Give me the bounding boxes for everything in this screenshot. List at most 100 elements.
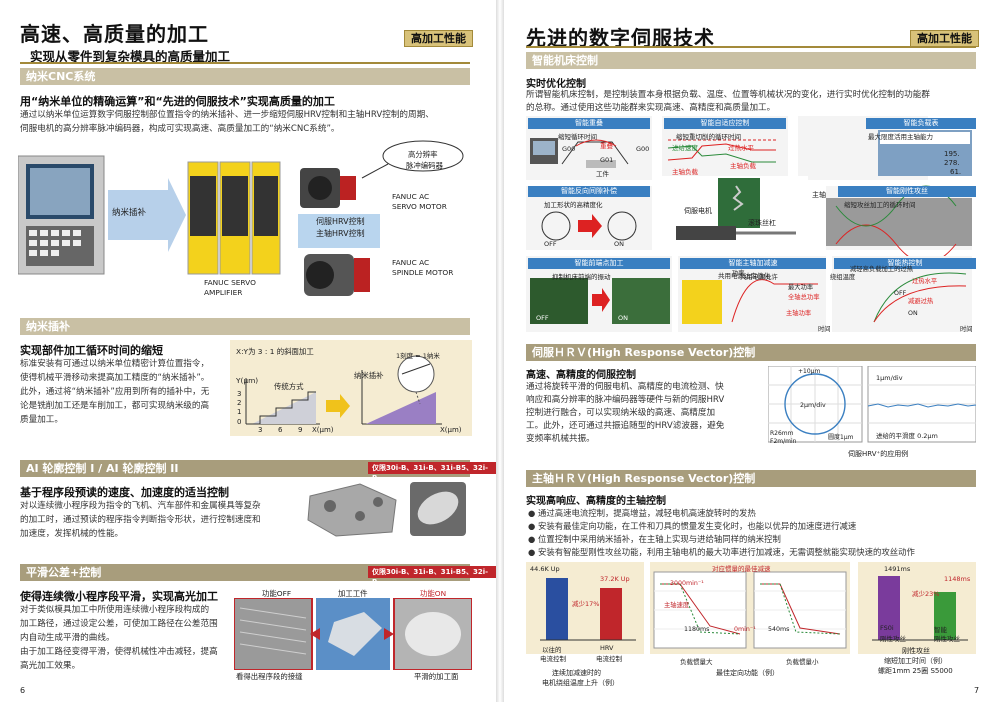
smart-body-1: 所谓智能机床控制，是控制装置本身根据负载、温度、位置等机械状况的变化，进行实时优… — [526, 90, 930, 100]
right-page: 先进的数字伺服技术 高加工性能 智能机床控制 实时优化控制 所谓智能机床控制，是… — [504, 0, 1000, 702]
func-off-label: 功能OFF — [262, 589, 292, 598]
fig-x-label-2: X(μm) — [440, 426, 462, 434]
vib-on: ON — [618, 314, 628, 322]
fig-x-label: X(μm) — [312, 426, 334, 434]
overlap-work: 工件 — [596, 170, 609, 178]
servo-hrv-body-2: 响应和高分辨率的脉冲编码器等硬件与新的伺服HRV — [526, 395, 725, 405]
spaccel-b: 最大功率 — [788, 284, 814, 291]
c1-dec: 减少17% — [572, 600, 600, 608]
c1-v1: 44.6K Up — [530, 565, 560, 573]
c2-t4: 540ms — [768, 626, 790, 633]
adaptive-spload: 主轴负载 — [730, 162, 756, 170]
caption-off: 看得出程序段的接缝 — [236, 672, 303, 681]
spaccel-a: 共用电源允许 — [740, 274, 778, 281]
c1-lab2b: 电流控制 — [596, 655, 622, 663]
thermal-temp: 绕组温度 — [830, 274, 856, 281]
title-rule — [20, 62, 470, 64]
panel-rigid-tap: 智能刚性攻丝 — [838, 186, 976, 197]
fig-ytick-3: 3 — [237, 390, 242, 398]
nano-interp-body-3: 此外，通过将“纳米插补”应用到所有的插补中，无 — [20, 387, 210, 397]
spaccel-t: 时间 — [818, 326, 831, 333]
c2-t3: 0min⁻¹ — [734, 626, 756, 633]
adaptive-load: 主轴负载 — [672, 168, 698, 176]
ai-contour-heading: 基于程序段预读的速度、加速度的适当控制 — [20, 486, 229, 499]
spindle-bullet-2: ● 安装有最佳定向功能，在工件和刀具的惯量发生变化时，也能以优异的加速度进行减速 — [528, 521, 857, 531]
bar-hrv-current — [600, 588, 622, 640]
panel-smart-overlap: 智能重叠 — [528, 118, 650, 129]
left-page: 高速、高质量的加工 实现从零件到复杂模具的高质量加工 高加工性能 纳米CNC系统… — [0, 0, 496, 702]
page-number-left: 6 — [20, 686, 26, 695]
section-smooth-tolerance: 平滑公差+控制 — [20, 564, 470, 581]
c1-cap2: 电机绕组温度上升（例） — [542, 679, 619, 687]
thermal-t: 时间 — [960, 326, 973, 333]
bar-smart-rigid — [934, 592, 956, 640]
backlash-off: OFF — [544, 240, 557, 248]
trace-div: 1μm/div — [876, 374, 903, 382]
nano-cnc-heading: 用“纳米单位的精确运算”和“先进的伺服技术”实现高质量的加工 — [20, 95, 335, 108]
encoder-bubble — [382, 140, 464, 172]
servo-hrv-body-1: 通过将旋转平滑的伺服电机、高精度的电流检测、快 — [526, 382, 724, 392]
vib-sub: 抑制机床前端的振动 — [552, 273, 611, 281]
smooth-body-5: 高光加工效果。 — [20, 661, 81, 671]
overlap-g00b: G00 — [636, 145, 650, 153]
servo-hrv-heading: 高速、高精度的伺服控制 — [526, 370, 636, 381]
smooth-body-2: 加工路径，通过设定公差，可使加工路径在公差范围 — [20, 619, 218, 629]
c1-v2: 37.2K Up — [600, 575, 630, 583]
chart-rigid-tap — [858, 562, 976, 654]
fig-ytick-1: 1 — [237, 408, 242, 416]
fig-slope-title: X:Y为 3 : 1 的斜面加工 — [236, 347, 314, 356]
work-label: 加工工件 — [338, 589, 368, 598]
machine-label: 机床 — [770, 177, 784, 185]
section-servo-hrv: 伺服ＨＲＶ(High Response Vector)控制 — [526, 344, 976, 361]
c1-lab1a: 以往的 — [542, 646, 562, 654]
fig-y-label: Y(μm) — [236, 376, 259, 385]
c2-cap: 最佳定向功能（例） — [716, 669, 779, 677]
overlap-sub: 缩短循环时间 — [558, 133, 597, 141]
c2-t1: 3000min⁻¹ — [670, 580, 704, 587]
ai-contour-body-1: 对以连续微小程序段为指令的飞机、汽车部件和金属模具等复杂 — [20, 501, 261, 511]
adaptive-feed: 进给速度 — [672, 144, 698, 152]
smart-body-2: 的总称。通过使用这些功能群来实现高速、高精度和高质量加工。 — [526, 103, 776, 113]
spindle-bullet-3: ● 位置控制中采用纳米插补，在主轴上实现与进给轴同样的纳米控制 — [528, 534, 781, 544]
c3-lab2a: 智能 — [934, 626, 947, 634]
servo-hrv-body-3: 控制进行融合，可以实现纳米级的高速、高精度加 — [526, 408, 716, 418]
fig-xtick-6: 6 — [278, 426, 283, 434]
c3-cap1: 刚性攻丝 — [902, 647, 930, 655]
c3-cap3: 螺距1mm 25圈 S5000 — [878, 667, 953, 675]
c1-cap1: 连续加减速时的 — [552, 669, 601, 677]
hrv-label-2: 主轴HRV控制 — [316, 229, 365, 238]
nano-cnc-body-2: 伺服电机的高分辨率脉冲编码器，构成可实现高速、高质量加工的“纳米CNC系统”。 — [20, 124, 340, 134]
page-number-right: 7 — [974, 686, 980, 695]
smooth-body-3: 内自动生成平滑的曲线。 — [20, 633, 115, 643]
chart-winding-temp — [526, 562, 644, 654]
nano-interp-body-5: 质量加工。 — [20, 415, 63, 425]
encoder-label-1: 高分辨率 — [408, 150, 438, 159]
chart-orientation — [650, 562, 850, 654]
title-rule-right — [526, 46, 976, 48]
smooth-body-1: 对于类似模具加工中所使用连续微小程序段构成的 — [20, 605, 210, 615]
thermal-alarm: 减避过热 — [908, 298, 934, 305]
bullet-text-2: 安装有最佳定向功能，在工件和刀具的惯量发生变化时，也能以优异的加速度进行减速 — [537, 521, 857, 531]
fig-nano-label: 纳米插补 — [354, 371, 384, 380]
right-tag: 高加工性能 — [910, 30, 979, 47]
servo-motor-label-1: FANUC AC — [392, 192, 430, 201]
rigid-sub: 缩短攻丝加工的循环时间 — [844, 201, 916, 209]
overlap-over: 重叠 — [600, 142, 613, 150]
spindle-motor-label-1: FANUC AC — [392, 258, 430, 267]
amp-label-1: FANUC SERVO — [204, 278, 256, 287]
smooth-surface-images — [234, 598, 472, 670]
c3-lab1b: 刚性攻丝 — [880, 635, 906, 643]
nano-interp-body-2: 使得机械平滑移动来提高加工精度的“纳米插补”。 — [20, 373, 210, 383]
left-tag: 高加工性能 — [404, 30, 473, 47]
spaccel-c: 全轴总功率 — [788, 294, 820, 301]
load-v2: 278. — [944, 159, 960, 167]
circle-r: R26mm — [770, 430, 794, 437]
c3-lab1a: FS0i — [880, 624, 894, 632]
adaptive-sub: 缩短重切削的循环时间 — [676, 133, 741, 141]
nano-cnc-body-1: 通过以纳米单位运算数字伺服控制部位置指令的纳米插补、进一步缩短伺服HRV控制和主… — [20, 110, 434, 120]
panel-spindle-accel: 智能主轴加减速 — [680, 258, 826, 269]
circle-top: +10μm — [798, 368, 821, 375]
section-nano-interp: 纳米插补 — [20, 318, 470, 335]
spindle-motor-image — [354, 258, 370, 292]
thermal-on: ON — [908, 310, 918, 317]
